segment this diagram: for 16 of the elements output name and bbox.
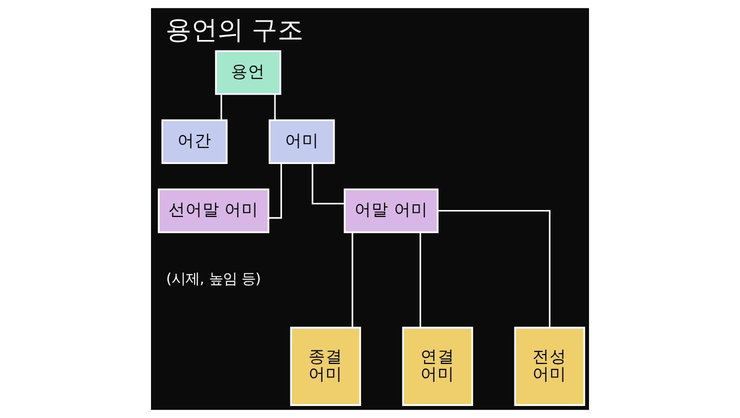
connector [352,232,354,328]
node-box: 어미 [268,119,335,164]
diagram-title: 용언의 구조 [165,16,304,46]
node-label: (시제, 높임 등) [166,272,261,288]
node-box: 연결 어미 [402,326,474,406]
connector [312,163,344,204]
connector [220,94,222,120]
node-box: 종결 어미 [290,326,362,406]
node-box: 선어말 어미 [158,188,270,234]
connector [420,232,422,328]
node-box: 전성 어미 [514,326,586,406]
node-box: 어간 [161,119,228,164]
connector [438,210,550,328]
node-box: 어말 어미 [344,188,439,234]
node-box: 용언 [215,50,282,95]
connector [274,94,276,120]
